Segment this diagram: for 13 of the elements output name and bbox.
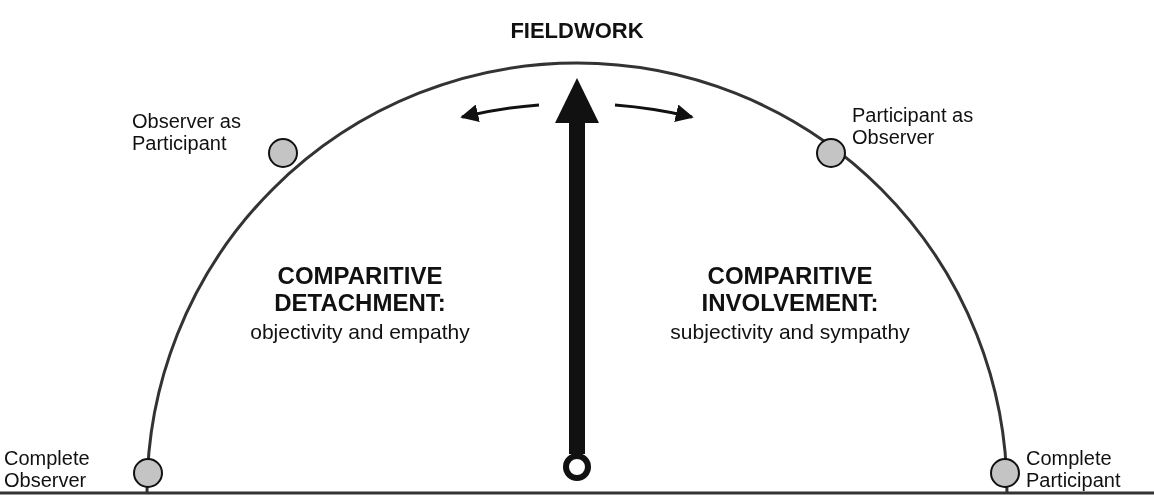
position-label: Complete Participant (1026, 447, 1122, 491)
position-label: Observer as Participant (132, 110, 242, 154)
scale-marker (133, 458, 163, 488)
position-label: Participant as Observer (852, 104, 975, 148)
scale-marker (268, 138, 298, 168)
region-heading: COMPARITIVE DETACHMENT: (273, 262, 447, 316)
region-heading: COMPARITIVE INVOLVEMENT: (700, 262, 880, 316)
diagram-title: FIELDWORK (509, 18, 645, 44)
position-label: Complete Observer (4, 447, 91, 491)
region-description: subjectivity and sympathy (669, 319, 911, 345)
region-description: objectivity and empathy (249, 319, 471, 345)
scale-marker (816, 138, 846, 168)
scale-marker (990, 458, 1020, 488)
